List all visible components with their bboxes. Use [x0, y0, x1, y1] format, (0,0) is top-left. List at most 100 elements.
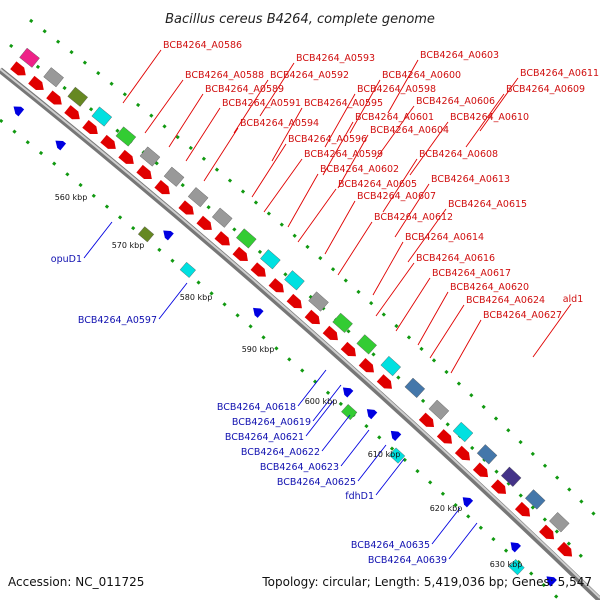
- leader-line: [312, 384, 342, 422]
- reverse-cog-box: [137, 226, 155, 243]
- leader-line: [375, 105, 415, 160]
- gene-label: BCB4264_A0609: [506, 84, 585, 95]
- gene-label: BCB4264_A0616: [416, 253, 495, 264]
- leader-line: [251, 143, 287, 198]
- gene-label: BCB4264_A0599: [304, 149, 383, 160]
- leader-line: [337, 134, 369, 189]
- leader-line: [340, 429, 370, 467]
- cog-category-box: [284, 270, 305, 291]
- leader-line: [465, 93, 505, 148]
- forward-gene-arrow: [539, 524, 555, 540]
- kbp-tick-label: 580 kbp: [180, 293, 213, 302]
- leader-line: [479, 77, 519, 132]
- gene-label: BCB4264_A0612: [374, 212, 453, 223]
- cog-category-box: [43, 67, 64, 88]
- reverse-gene-arrow: [253, 307, 264, 318]
- leader-line: [297, 188, 337, 243]
- gene-label: BCB4264_A0595: [304, 98, 383, 109]
- cog-category-box: [476, 444, 498, 465]
- forward-gene-arrow: [136, 164, 152, 179]
- leader-line: [321, 414, 351, 452]
- map-title: Bacillus cereus B4264, complete genome: [165, 12, 435, 27]
- leader-line: [83, 221, 113, 259]
- gene-label: BCB4264_A0589: [205, 84, 284, 95]
- forward-gene-arrow: [454, 445, 471, 461]
- forward-gene-arrow: [196, 215, 212, 230]
- forward-gene-arrow: [376, 374, 392, 389]
- kbp-tick-label: 600 kbp: [305, 397, 338, 406]
- leader-line: [431, 507, 461, 545]
- gene-label: BCB4264_A0606: [416, 96, 495, 107]
- leader-line: [324, 200, 356, 255]
- label-leaders: [83, 49, 572, 560]
- leader-line: [305, 399, 335, 437]
- cog-category-box: [139, 146, 161, 167]
- cog-category-box: [19, 47, 40, 68]
- forward-gene-arrow: [82, 119, 98, 135]
- leader-line: [382, 158, 418, 213]
- leader-line: [357, 444, 387, 482]
- leader-line: [349, 79, 381, 134]
- gene-label: BCB4264_A0597: [78, 315, 157, 326]
- gene-label: BCB4264_A0591: [222, 98, 301, 109]
- forward-gene-arrow: [268, 278, 284, 293]
- leader-line: [158, 282, 188, 320]
- gene-label: BCB4264_A0601: [355, 112, 434, 123]
- forward-gene-arrow: [436, 429, 453, 444]
- forward-gene-arrow: [418, 412, 435, 428]
- forward-gene-arrow: [250, 262, 266, 277]
- gene-label: ald1: [563, 294, 584, 305]
- gene-label: BCB4264_A0602: [320, 164, 399, 175]
- leader-line: [448, 522, 478, 560]
- dotted-track: [0, 118, 562, 600]
- gene-label: BCB4264_A0605: [338, 179, 417, 190]
- cog-category-box: [452, 421, 474, 443]
- gene-label: BCB4264_A0593: [296, 53, 375, 64]
- cog-category-box: [549, 512, 570, 533]
- leader-line: [375, 262, 415, 317]
- gene-label: BCB4264_A0624: [466, 295, 545, 306]
- gene-label: BCB4264_A0622: [241, 447, 320, 458]
- reverse-cog-box: [179, 261, 196, 278]
- gene-label: BCB4264_A0620: [450, 282, 529, 293]
- gene-label: BCB4264_A0610: [450, 112, 529, 123]
- gene-label: BCB4264_A0639: [368, 555, 447, 566]
- gene-label: BCB4264_A0621: [225, 432, 304, 443]
- kbp-tick-label: 560 kbp: [55, 193, 88, 202]
- leader-line: [144, 79, 184, 134]
- forward-gene-arrow: [64, 105, 80, 120]
- leader-line: [337, 221, 373, 276]
- forward-gene-arrow: [46, 90, 62, 105]
- leader-line: [122, 49, 162, 104]
- cog-category-box: [308, 291, 329, 312]
- gene-label: BCB4264_A0604: [370, 125, 449, 136]
- cog-category-box: [524, 489, 546, 510]
- leader-line: [450, 319, 482, 374]
- cog-category-box: [356, 334, 377, 355]
- cog-category-box: [236, 228, 257, 249]
- cog-category-box: [380, 355, 402, 377]
- cog-category-box: [332, 312, 353, 333]
- gene-label: BCB4264_A0592: [270, 70, 349, 81]
- gene-label: BCB4264_A0627: [483, 310, 562, 321]
- kbp-tick-label: 610 kbp: [368, 450, 401, 459]
- reverse-gene-arrow: [342, 387, 354, 398]
- forward-gene-arrow: [514, 501, 531, 517]
- cog-category-box: [163, 166, 185, 187]
- gene-label: BCB4264_A0623: [260, 462, 339, 473]
- gene-label: fdhD1: [345, 491, 374, 502]
- leader-line: [271, 107, 303, 162]
- cog-category-box: [500, 466, 522, 487]
- gene-label: BCB4264_A0625: [277, 477, 356, 488]
- leader-line: [324, 93, 356, 148]
- reverse-gene-arrow: [390, 430, 402, 441]
- cog-category-box: [260, 249, 281, 270]
- reverse-cog-box: [341, 404, 358, 421]
- kbp-tick-label: 590 kbp: [242, 345, 275, 354]
- cog-category-box: [91, 106, 113, 127]
- leader-line: [185, 107, 221, 162]
- forward-gene-arrow: [100, 134, 116, 149]
- dotted-track: [29, 18, 600, 522]
- gene-label: BCB4264_A0598: [357, 84, 436, 95]
- reverse-gene-arrow: [366, 409, 378, 420]
